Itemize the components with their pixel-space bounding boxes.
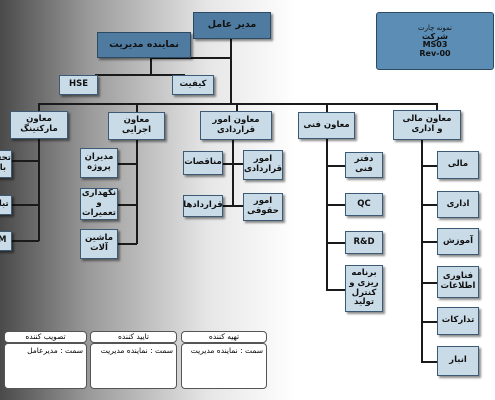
management-rep-box[interactable]: نماینده مدیریت xyxy=(97,32,191,58)
technical-unit-box[interactable]: دفتر فنی xyxy=(345,152,383,178)
connector-line xyxy=(95,74,185,76)
signature-approver: تایید کننده سمت : نماینده مدیریت xyxy=(90,331,177,389)
technical-unit-box[interactable]: برنامه ریزی و کنترل تولید xyxy=(345,265,383,312)
connector-line xyxy=(421,138,423,362)
connector-line xyxy=(421,361,438,363)
connector-line xyxy=(326,289,346,291)
technical-unit-box[interactable]: QC xyxy=(345,193,383,216)
signature-approver-final: تصویب کننده سمت : مدیرعامل xyxy=(4,331,87,389)
executive-unit-box[interactable]: ماشین آلات xyxy=(80,229,118,259)
contracts-unit-box[interactable]: قراردادها xyxy=(183,195,223,217)
finance-unit-box[interactable]: مالی xyxy=(437,151,479,179)
title-label: نمونه چارت xyxy=(418,24,452,32)
connector-line xyxy=(222,205,244,207)
signature-preparer: تهیه کننده سمت : نماینده مدیریت xyxy=(181,331,267,389)
contracts-unit-box[interactable]: امور قراردادی xyxy=(243,150,283,180)
contracts-unit-box[interactable]: مناقصات xyxy=(183,151,223,175)
connector-line xyxy=(136,139,138,244)
signature-title: تایید کننده xyxy=(90,331,177,343)
company-label: شرکت xyxy=(422,31,448,41)
signature-title: تهیه کننده xyxy=(181,331,267,343)
connector-line xyxy=(116,204,137,206)
quality-box[interactable]: کیفیت xyxy=(172,75,214,95)
marketing-unit-box[interactable]: RM xyxy=(0,231,12,251)
chart-title-block: نمونه چارت شرکت MS03 Rev-00 xyxy=(376,12,494,70)
connector-line xyxy=(232,138,234,206)
technical-unit-box[interactable]: R&D xyxy=(345,231,383,254)
connector-line xyxy=(421,165,438,167)
connector-line xyxy=(230,35,232,103)
connector-line xyxy=(436,103,438,112)
connector-line xyxy=(10,160,39,162)
document-code: MS03 xyxy=(422,40,448,50)
deputy-finance-box[interactable]: معاون مالی و اداری xyxy=(393,110,461,140)
executive-unit-box[interactable]: نگهداری و تعمیرات xyxy=(80,188,118,220)
connector-line xyxy=(136,103,138,112)
connector-line xyxy=(236,103,238,112)
connector-line xyxy=(116,163,137,165)
connector-line xyxy=(326,103,328,112)
signature-title: تصویب کننده xyxy=(4,331,87,343)
finance-unit-box[interactable]: اداری xyxy=(437,191,479,218)
connector-line xyxy=(421,282,438,284)
finance-unit-box[interactable]: فناوری اطلاعات xyxy=(437,266,479,298)
signature-value: سمت : نماینده مدیریت xyxy=(181,343,267,389)
deputy-marketing-box[interactable]: معاون مارکتینگ xyxy=(10,111,68,139)
deputy-technical-box[interactable]: معاون فنی xyxy=(298,112,355,139)
signature-value: سمت : نماینده مدیریت xyxy=(90,343,177,389)
deputy-executive-box[interactable]: معاون اجرایی xyxy=(108,112,165,140)
connector-line xyxy=(326,204,346,206)
connector-line xyxy=(421,241,438,243)
hse-box[interactable]: HSE xyxy=(59,75,98,95)
deputy-contracts-box[interactable]: معاون امور قراردادی xyxy=(200,111,272,140)
connector-line xyxy=(116,243,137,245)
finance-unit-box[interactable]: انبار xyxy=(437,346,479,376)
connector-line xyxy=(326,138,328,290)
connector-line xyxy=(38,136,40,241)
connector-line xyxy=(150,57,152,74)
connector-line xyxy=(10,204,39,206)
finance-unit-box[interactable]: آموزش xyxy=(437,228,479,255)
connector-line xyxy=(326,242,346,244)
signature-value: سمت : مدیرعامل xyxy=(4,343,87,389)
connector-line xyxy=(421,321,438,323)
ceo-box[interactable]: مدیر عامل xyxy=(193,12,271,39)
connector-line xyxy=(421,204,438,206)
marketing-unit-box[interactable]: تبلیغ xyxy=(0,195,12,215)
contracts-unit-box[interactable]: امور حقوقی xyxy=(243,193,283,221)
executive-unit-box[interactable]: مدیران پروژه xyxy=(80,148,118,178)
finance-unit-box[interactable]: تدارکات xyxy=(437,307,479,335)
connector-line xyxy=(38,103,40,112)
connector-line xyxy=(10,240,39,242)
revision-label: Rev-00 xyxy=(419,49,451,59)
marketing-unit-box[interactable]: تحقی بازا xyxy=(0,150,12,178)
connector-line xyxy=(222,163,244,165)
connector-line xyxy=(326,165,346,167)
